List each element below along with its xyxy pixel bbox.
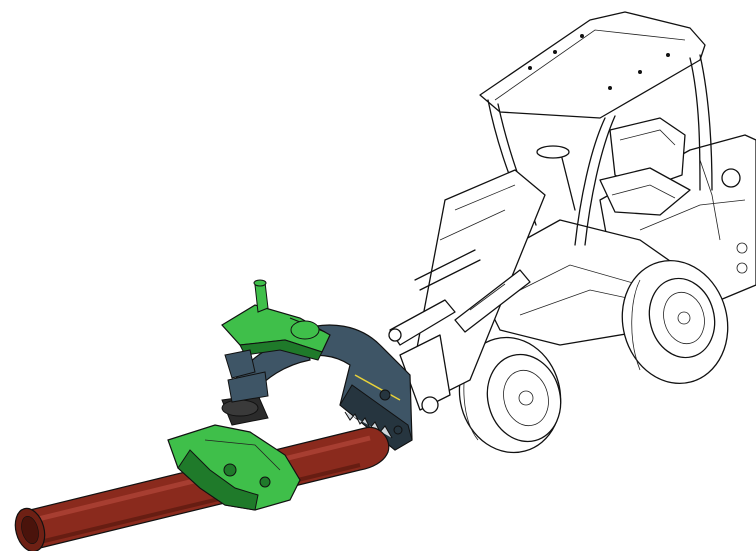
grapple-upper-link — [221, 279, 331, 379]
lift-cylinder — [454, 269, 531, 333]
rear-wheel — [621, 259, 729, 385]
front-wheel — [458, 336, 562, 454]
steering-wheel — [536, 145, 570, 159]
exhaust-icon — [721, 168, 741, 188]
rops-canopy — [479, 11, 713, 246]
loader-arm — [388, 169, 546, 414]
rotator — [221, 399, 259, 417]
grapple-body — [167, 371, 301, 511]
canopy-roof — [479, 11, 706, 119]
